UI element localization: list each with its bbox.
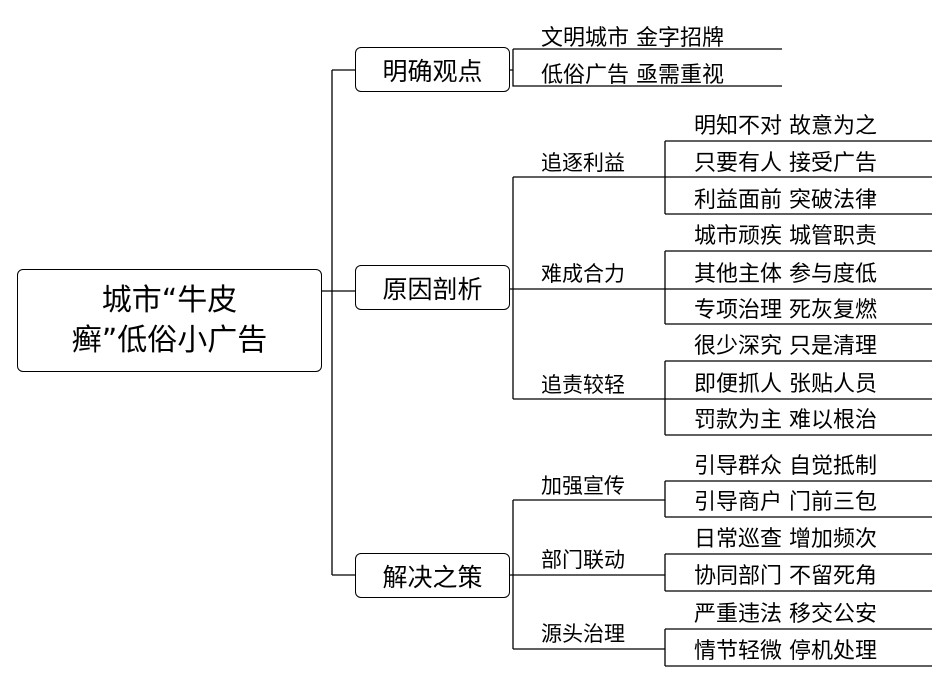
leaf-vulgar-ads: 低俗广告 亟需重视	[541, 63, 724, 88]
connector-group-6	[663, 628, 932, 667]
leaf-urban-ailment: 城市顽疾 城管职责	[694, 224, 877, 249]
group-light-accountability: 追责较轻	[541, 373, 625, 397]
leaf-accept-ads: 只要有人 接受广告	[694, 151, 877, 176]
root-node: 城市“牛皮 癣”低俗小广告	[17, 269, 322, 372]
branch-cause-analysis: 原因剖析	[355, 265, 510, 310]
connector-group-4	[663, 480, 932, 518]
leaf-resurgence: 专项治理 死灰复燃	[694, 298, 877, 323]
leaf-break-law: 利益面前 突破法律	[694, 188, 877, 213]
connector-branch-2	[500, 176, 663, 400]
leaf-guide-public: 引导群众 自觉抵制	[694, 454, 877, 479]
group-publicity: 加强宣传	[541, 474, 625, 498]
leaf-only-cleaning: 很少深究 只是清理	[694, 334, 877, 359]
leaf-low-participation: 其他主体 参与度低	[694, 262, 877, 287]
leaf-coordinate-departments: 协同部门 不留死角	[694, 564, 877, 589]
branch-solutions: 解决之策	[355, 553, 510, 598]
leaf-fines-mainly: 罚款为主 难以根治	[694, 408, 877, 433]
leaf-civilized-city: 文明城市 金字招牌	[541, 26, 724, 51]
group-pursue-profit: 追逐利益	[541, 151, 625, 175]
connector-group-1	[663, 140, 932, 215]
leaf-refer-police: 严重违法 移交公安	[694, 602, 877, 627]
leaf-suspend-service: 情节轻微 停机处理	[694, 639, 877, 664]
group-source-governance: 源头治理	[541, 622, 625, 646]
connector-root-trunk	[322, 69, 356, 576]
leaf-knowingly-wrong: 明知不对 故意为之	[694, 114, 877, 139]
branch-clear-view: 明确观点	[355, 47, 510, 92]
connector-group-2	[663, 250, 932, 325]
leaf-daily-patrol: 日常巡查 增加频次	[694, 527, 877, 552]
group-department-linkage: 部门联动	[541, 548, 625, 572]
connector-group-5	[663, 553, 932, 592]
leaf-guide-merchants: 引导商户 门前三包	[694, 490, 877, 515]
connector-group-3	[663, 360, 932, 436]
group-hard-to-unite: 难成合力	[541, 262, 625, 286]
leaf-posters-only: 即便抓人 张贴人员	[694, 372, 877, 397]
